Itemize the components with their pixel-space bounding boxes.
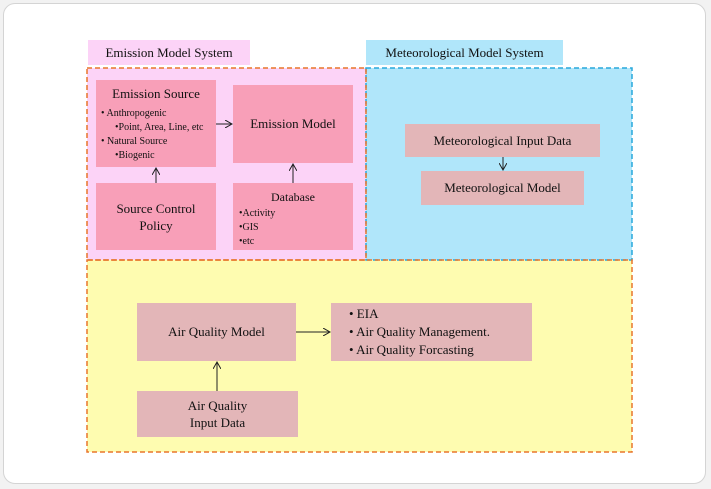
anthropogenic-label: Anthropogenic (106, 108, 167, 119)
air-quality-dashed-border (86, 259, 633, 453)
database-title: Database (271, 190, 315, 204)
source-control-line2: Policy (139, 217, 173, 233)
outputs-box: • EIA • Air Quality Management. • Air Qu… (331, 303, 532, 361)
emission-source-title: Emission Source (112, 86, 200, 101)
emission-dashed-border (86, 67, 367, 261)
output-aq-forecasting: • Air Quality Forcasting (349, 342, 474, 357)
database-item-etc: •etc (239, 236, 255, 247)
source-control-line1: Source Control (116, 200, 196, 216)
natural-source-sub: •Biogenic (115, 150, 155, 161)
emission-model-box: Emission Model (233, 85, 353, 163)
bullet-icon: • (101, 136, 105, 147)
natural-source-label: Natural Source (107, 136, 168, 147)
natural-source-item: • Natural Source (101, 136, 167, 148)
met-input-box: Meteorological Input Data (405, 124, 600, 157)
met-model-box: Meteorological Model (421, 171, 584, 205)
aq-model-box: Air Quality Model (137, 303, 296, 361)
meteorological-system-label: Meteorological Model System (366, 40, 563, 65)
anthropogenic-sub: •Point, Area, Line, etc (115, 122, 204, 133)
aq-input-box: Air Quality Input Data (137, 391, 298, 437)
output-eia: • EIA (349, 306, 379, 321)
emission-source-box: Emission Source • Anthropogenic •Point, … (96, 80, 216, 167)
database-item-gis: •GIS (239, 222, 259, 233)
aq-input-line2: Input Data (189, 415, 246, 430)
source-control-box: Source Control Policy (96, 183, 216, 250)
output-aq-management: • Air Quality Management. (349, 324, 491, 339)
bullet-icon: • (101, 108, 105, 119)
aq-input-line1: Air Quality (187, 398, 248, 413)
database-box: Database •Activity •GIS •etc (233, 183, 353, 250)
database-item-activity: •Activity (239, 208, 276, 219)
meteorological-dashed-border (365, 67, 633, 261)
emission-system-label: Emission Model System (88, 40, 250, 65)
anthropogenic-item: • Anthropogenic (101, 108, 166, 120)
